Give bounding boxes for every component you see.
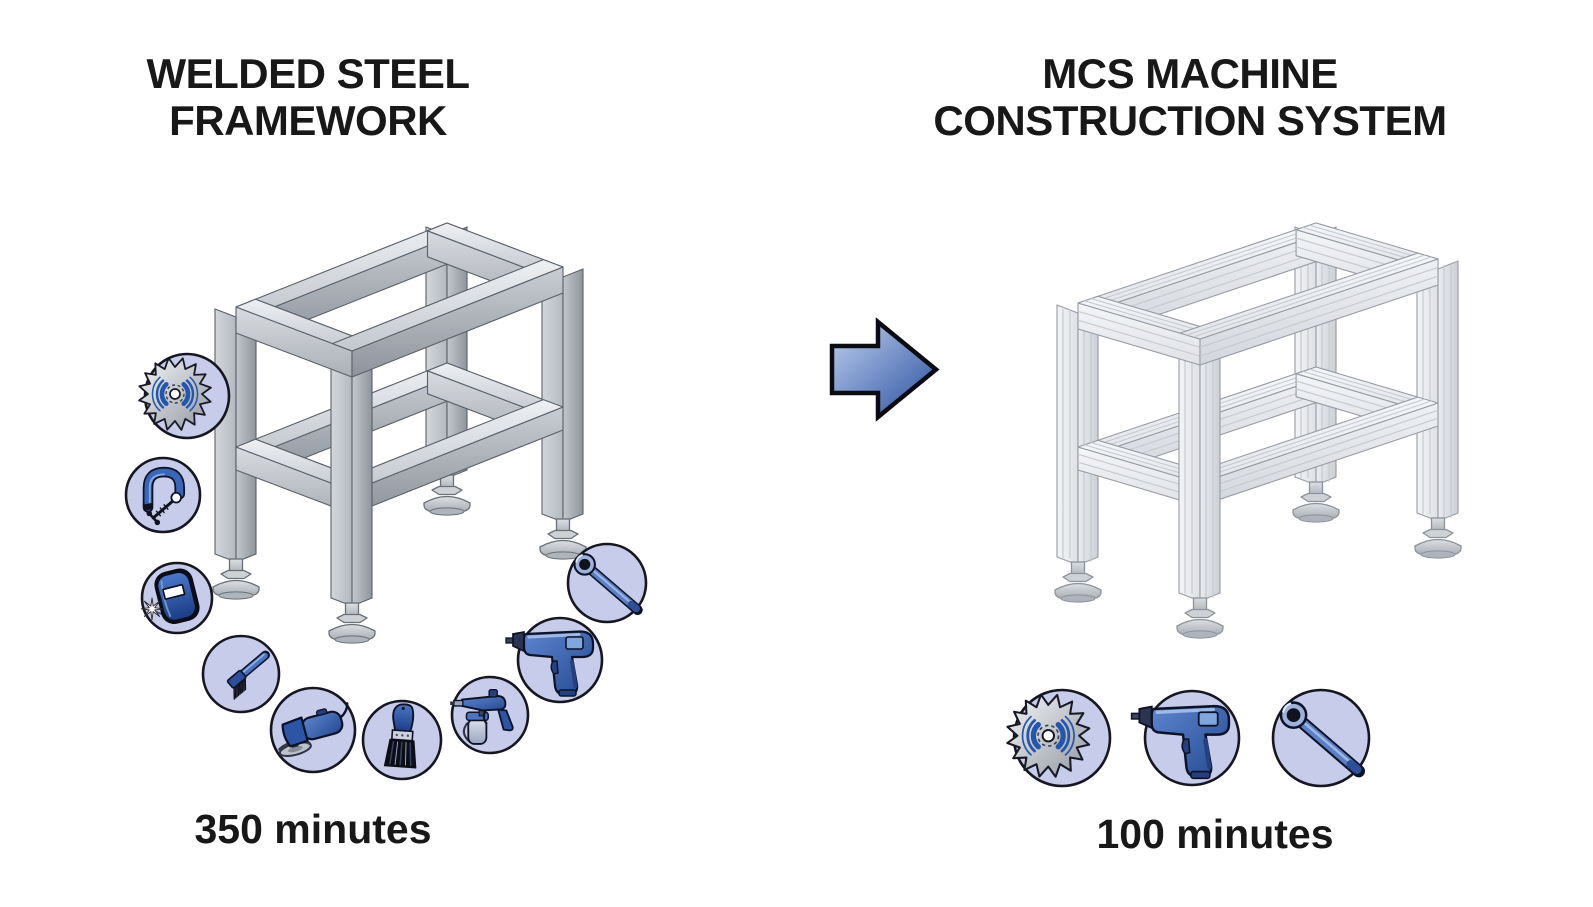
right-arrow-icon <box>829 317 940 422</box>
wire-brush-icon <box>201 634 281 714</box>
right-title: MCS MACHINE CONSTRUCTION SYSTEM <box>855 50 1525 144</box>
left-tool-icons <box>124 352 648 781</box>
spray-gun-icon <box>450 675 530 755</box>
welding-mask-icon <box>140 561 214 635</box>
left-title-line2: FRAMEWORK <box>169 97 447 144</box>
right-title-line2: CONSTRUCTION SYSTEM <box>933 97 1447 144</box>
circular-saw-blade-icon <box>138 352 231 440</box>
c-clamp-icon <box>124 456 202 534</box>
left-title-line1: WELDED STEEL <box>146 50 470 97</box>
circular-saw-blade-icon <box>1006 688 1112 788</box>
welded-steel-frame-illustration <box>212 222 587 644</box>
left-title: WELDED STEEL FRAMEWORK <box>58 50 558 144</box>
ratchet-wrench-icon <box>1271 688 1371 788</box>
angle-grinder-icon <box>269 686 357 774</box>
power-drill-icon <box>505 616 604 704</box>
right-title-line1: MCS MACHINE <box>1042 50 1338 97</box>
ratchet-wrench-icon <box>566 542 648 624</box>
right-tool-icons <box>1006 688 1371 788</box>
right-duration-label: 100 minutes <box>1096 811 1334 857</box>
power-drill-icon <box>1130 689 1241 787</box>
paint-brush-icon <box>361 699 443 781</box>
left-duration-label: 350 minutes <box>194 806 432 852</box>
mcs-frame-illustration <box>1054 222 1462 639</box>
